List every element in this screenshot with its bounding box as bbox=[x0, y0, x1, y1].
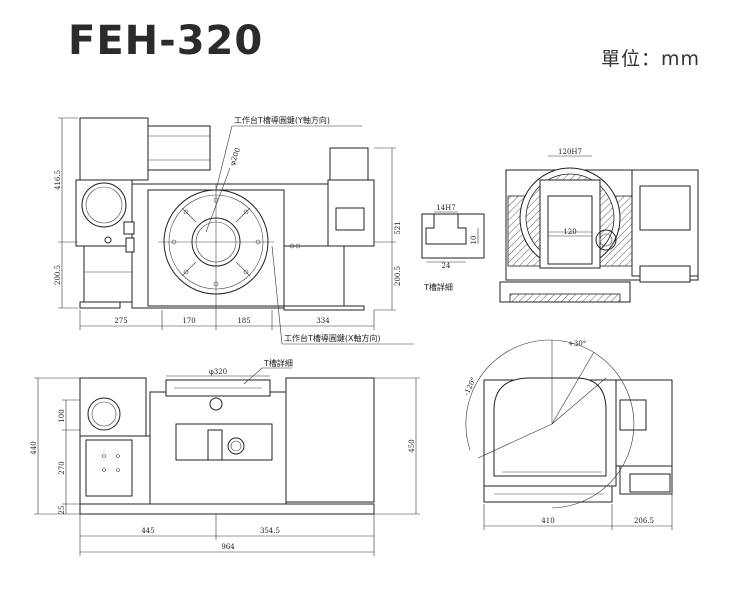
dim-24: 24 bbox=[442, 262, 451, 270]
dim-354-5: 354.5 bbox=[260, 527, 280, 535]
dim-dia-200: φ200 bbox=[228, 147, 242, 167]
dim-14h7: 14H7 bbox=[436, 204, 455, 212]
dim-angle-minus-120: -120° bbox=[463, 376, 478, 397]
t-slot-detail: 14H7 24 10 T槽詳細 bbox=[421, 204, 485, 292]
dim-270: 270 bbox=[58, 461, 66, 474]
dim-100: 100 bbox=[58, 409, 66, 422]
unit-label: 單位：mm bbox=[600, 48, 700, 70]
dim-410: 410 bbox=[541, 517, 554, 525]
dim-25: 25 bbox=[58, 506, 66, 515]
dim-185: 185 bbox=[237, 317, 250, 325]
front-view: φ320 T槽詳細 440 100 270 25 450 445 354.5 9… bbox=[30, 358, 420, 556]
dim-10: 10 bbox=[470, 236, 478, 245]
label-x-slot-chain: 工作台T槽導圓鍵(X軸方向) bbox=[284, 333, 381, 343]
dim-206-5: 206.5 bbox=[634, 517, 654, 525]
dim-120: 120 bbox=[563, 228, 576, 236]
side-view: +30° -120° 410 206.5 bbox=[463, 339, 673, 530]
dim-440: 440 bbox=[30, 441, 38, 454]
dim-416-5: 416.5 bbox=[54, 170, 62, 190]
dim-964: 964 bbox=[221, 543, 235, 551]
dim-334: 334 bbox=[316, 317, 330, 325]
dim-445: 445 bbox=[141, 527, 154, 535]
label-t-slot-detail-top: T槽詳細 bbox=[423, 282, 453, 292]
dim-200-5-right: 200.5 bbox=[394, 266, 402, 286]
dim-dia-320: φ320 bbox=[209, 368, 227, 376]
dim-120h7: 120H7 bbox=[558, 148, 582, 156]
dim-170: 170 bbox=[182, 317, 195, 325]
dim-450: 450 bbox=[408, 439, 416, 452]
label-y-slot-chain: 工作台T槽導圓鍵(Y軸方向) bbox=[234, 115, 330, 125]
dim-200-5-left: 200.5 bbox=[54, 265, 62, 285]
top-view: 416.5 200.5 521 200.5 275 170 185 334 φ2… bbox=[54, 115, 414, 345]
label-t-slot-detail-front: T槽詳細 bbox=[263, 358, 293, 368]
dim-521: 521 bbox=[394, 221, 402, 234]
dim-275: 275 bbox=[114, 317, 127, 325]
section-view: 120H7 120 bbox=[499, 148, 699, 303]
page-title: FEH-320 bbox=[68, 18, 264, 64]
dim-angle-plus-30: +30° bbox=[568, 340, 586, 348]
